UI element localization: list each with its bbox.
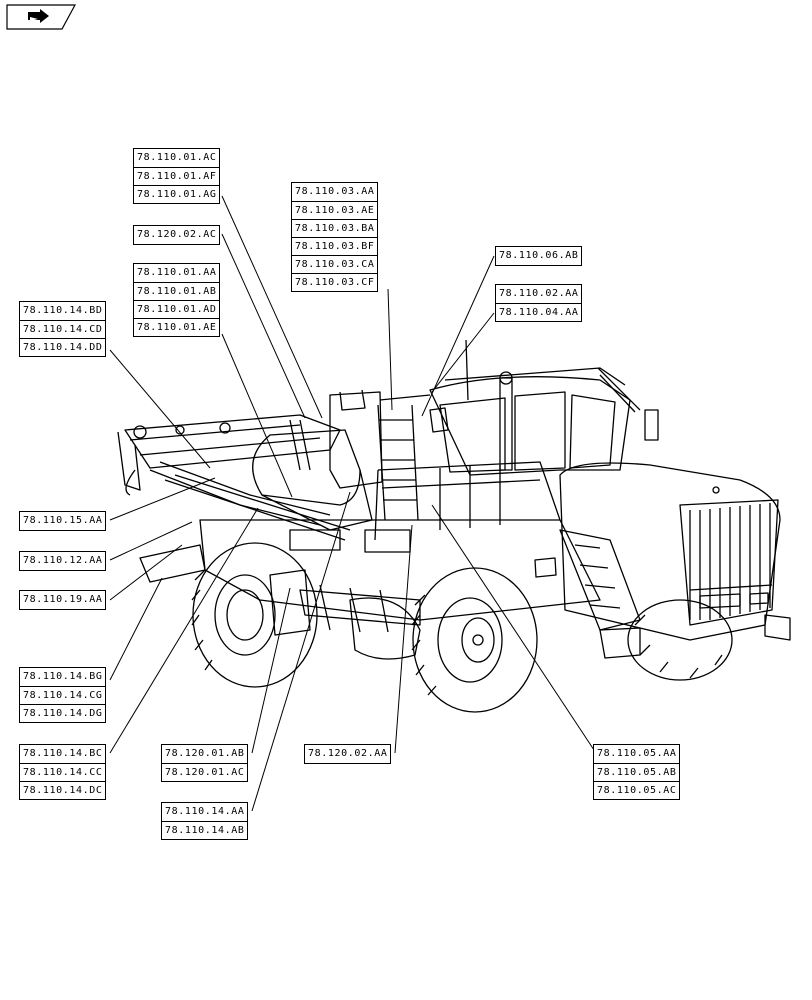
part-code-label[interactable]: 78.110.14.AA	[165, 806, 245, 817]
callout-group: 78.110.12.AA	[19, 551, 107, 571]
navigation-badge[interactable]	[6, 4, 77, 30]
part-code-label[interactable]: 78.110.01.AG	[134, 185, 220, 203]
part-code-label[interactable]: 78.110.14.DD	[20, 338, 106, 356]
part-code-label[interactable]: 78.110.01.AA	[137, 267, 217, 278]
operator-cab	[429, 339, 659, 476]
part-code-label[interactable]: 78.110.06.AB	[499, 250, 579, 261]
part-code-label[interactable]: 78.110.01.AB	[134, 282, 220, 300]
part-code-label[interactable]: 78.110.01.AF	[134, 167, 220, 185]
callout-group: 78.110.14.BD 78.110.14.CD 78.110.14.DD	[19, 301, 107, 357]
callout-group: 78.110.19.AA	[19, 590, 107, 610]
part-code-label[interactable]: 78.110.05.AB	[594, 763, 680, 781]
spray-tank	[252, 389, 383, 531]
part-code-label[interactable]: 78.110.01.AD	[134, 300, 220, 318]
part-code-label[interactable]: 78.110.14.AB	[162, 821, 248, 839]
leader-line	[251, 491, 351, 812]
part-code-label[interactable]: 78.110.19.AA	[23, 594, 103, 605]
leader-line	[221, 195, 323, 419]
callout-group: 78.120.02.AA	[304, 744, 392, 764]
part-code-label[interactable]: 78.110.03.BF	[292, 237, 378, 255]
part-code-label[interactable]: 78.110.14.BC	[23, 748, 103, 759]
part-code-label[interactable]: 78.110.12.AA	[23, 555, 103, 566]
leader-line	[109, 507, 259, 754]
callout-group: 78.110.03.AA 78.110.03.AE 78.110.03.BA 7…	[291, 182, 379, 292]
part-code-label[interactable]: 78.120.02.AA	[308, 748, 388, 759]
callout-group: 78.120.02.AC	[133, 225, 221, 245]
part-code-label[interactable]: 78.110.04.AA	[496, 303, 582, 321]
leader-line	[109, 477, 216, 521]
part-code-label[interactable]: 78.110.14.DC	[20, 781, 106, 799]
callout-group: 78.120.01.AB 78.120.01.AC	[161, 744, 249, 782]
leader-line	[109, 577, 163, 681]
callout-group: 78.110.15.AA	[19, 511, 107, 531]
wheel-right-rear	[627, 599, 733, 681]
leader-line	[109, 521, 193, 561]
callout-group: 78.110.06.AB	[495, 246, 583, 266]
part-code-label[interactable]: 78.120.02.AC	[137, 229, 217, 240]
arrow-right-icon	[6, 4, 77, 30]
leader-line	[109, 544, 183, 601]
part-code-label[interactable]: 78.110.15.AA	[23, 515, 103, 526]
part-code-label[interactable]: 78.110.03.CF	[292, 273, 378, 291]
leader-line	[387, 288, 393, 411]
part-code-label[interactable]: 78.110.03.CA	[292, 255, 378, 273]
callout-group: 78.110.14.BC 78.110.14.CC 78.110.14.DC	[19, 744, 107, 800]
callout-group: 78.110.02.AA 78.110.04.AA	[495, 284, 583, 322]
part-code-label[interactable]: 78.110.03.AA	[295, 186, 375, 197]
leader-line	[251, 587, 291, 754]
leader-line	[109, 349, 211, 469]
part-code-label[interactable]: 78.110.05.AC	[594, 781, 680, 799]
part-code-label[interactable]: 78.110.03.AE	[292, 201, 378, 219]
callout-group: 78.110.14.BG 78.110.14.CG 78.110.14.DG	[19, 667, 107, 723]
part-code-label[interactable]: 78.110.14.BG	[23, 671, 103, 682]
part-code-label[interactable]: 78.110.05.AA	[597, 748, 677, 759]
callout-group: 78.110.01.AA 78.110.01.AB 78.110.01.AD 7…	[133, 263, 221, 337]
leader-line	[431, 312, 495, 393]
wheel-right-front	[411, 567, 538, 713]
leader-line	[431, 504, 597, 754]
callout-group: 78.110.01.AC 78.110.01.AF 78.110.01.AG	[133, 148, 221, 204]
part-code-label[interactable]: 78.120.01.AC	[162, 763, 248, 781]
platform-railing	[374, 461, 561, 541]
part-code-label[interactable]: 78.110.03.BA	[292, 219, 378, 237]
part-code-label[interactable]: 78.110.14.CG	[20, 686, 106, 704]
wheel-left-rear	[349, 597, 421, 660]
part-code-label[interactable]: 78.110.14.CC	[20, 763, 106, 781]
part-code-label[interactable]: 78.110.14.BD	[23, 305, 103, 316]
tank-ladder	[377, 394, 431, 521]
leader-line	[421, 255, 495, 417]
part-code-label[interactable]: 78.110.14.DG	[20, 704, 106, 722]
leader-line	[221, 233, 306, 419]
leader-line	[394, 524, 413, 754]
part-code-label[interactable]: 78.110.02.AA	[499, 288, 579, 299]
callout-group: 78.110.14.AA 78.110.14.AB	[161, 802, 249, 840]
callout-group: 78.110.05.AA 78.110.05.AB 78.110.05.AC	[593, 744, 681, 800]
leader-line	[221, 333, 293, 498]
part-code-label[interactable]: 78.120.01.AB	[165, 748, 245, 759]
part-code-label[interactable]: 78.110.01.AE	[134, 318, 220, 336]
engine-hood	[559, 462, 791, 641]
part-code-label[interactable]: 78.110.14.CD	[20, 320, 106, 338]
part-code-label[interactable]: 78.110.01.AC	[137, 152, 217, 163]
